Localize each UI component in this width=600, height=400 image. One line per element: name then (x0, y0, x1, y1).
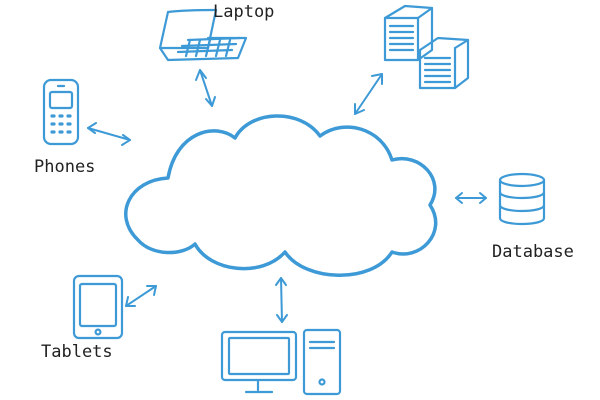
tablets-label: Tablets (41, 342, 113, 362)
connection-tablets-cloud (125, 285, 157, 307)
connection-phones-cloud (87, 122, 131, 146)
desktop-node (220, 328, 342, 396)
laptop-label: Laptop (213, 2, 274, 22)
database-icon (498, 172, 546, 226)
tablets-node: Tablets (41, 274, 124, 362)
laptop-node: Laptop (158, 2, 274, 62)
phones-node: Phones (34, 78, 95, 177)
servers-node (383, 4, 470, 90)
laptop-icon (158, 8, 248, 62)
connection-desktop-cloud (275, 277, 288, 323)
phones-label: Phones (34, 157, 95, 177)
desktop-computer-icon (220, 328, 342, 396)
server-rack-icon (383, 4, 470, 90)
connection-database-cloud (455, 192, 487, 204)
tablet-icon (72, 274, 124, 340)
database-label: Database (492, 242, 574, 262)
cloud-icon (124, 114, 438, 277)
connection-servers-cloud (354, 73, 383, 115)
database-node: Database (492, 172, 574, 262)
connection-laptop-cloud (195, 69, 216, 107)
phone-icon (42, 78, 80, 146)
